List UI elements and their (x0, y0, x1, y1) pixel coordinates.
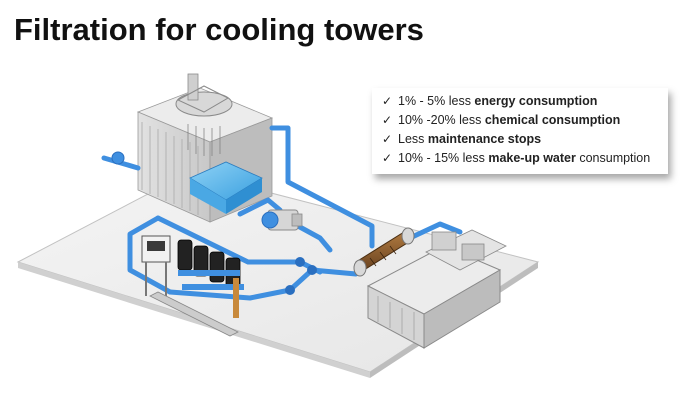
benefits-list: ✓ 1% - 5% less energy consumption ✓ 10% … (372, 88, 668, 174)
benefit-text-strong: make-up water (488, 151, 576, 165)
benefit-text-strong: chemical consumption (484, 113, 621, 127)
benefit-text-pre: 1% - 5% less (398, 94, 475, 108)
benefit-item: ✓ 10% -20% less chemical consumption (382, 113, 668, 132)
cooling-tower (136, 73, 274, 223)
check-icon: ✓ (382, 94, 393, 108)
benefit-text-pre: 10% - 15% less (398, 151, 489, 165)
check-icon: ✓ (382, 132, 393, 146)
benefit-text-pre: 10% -20% less (398, 113, 485, 127)
heat-exchanger (353, 227, 415, 277)
benefit-text-strong: energy consumption (474, 94, 598, 108)
benefit-text-strong: maintenance stops (427, 132, 542, 146)
circulation-pump (261, 209, 303, 231)
check-icon: ✓ (382, 113, 393, 127)
filter-skid (141, 235, 244, 337)
benefit-item: ✓ Less maintenance stops (382, 132, 668, 151)
process-machine (366, 229, 507, 349)
check-icon: ✓ (382, 151, 393, 165)
benefit-item: ✓ 1% - 5% less energy consumption (382, 94, 668, 113)
piping-network (101, 125, 463, 301)
page-title: Filtration for cooling towers (14, 12, 424, 47)
benefit-item: ✓ 10% - 15% less make-up water consumpti… (382, 151, 668, 170)
benefit-text-post: consumption (575, 151, 651, 165)
benefit-text-pre: Less (398, 132, 428, 146)
